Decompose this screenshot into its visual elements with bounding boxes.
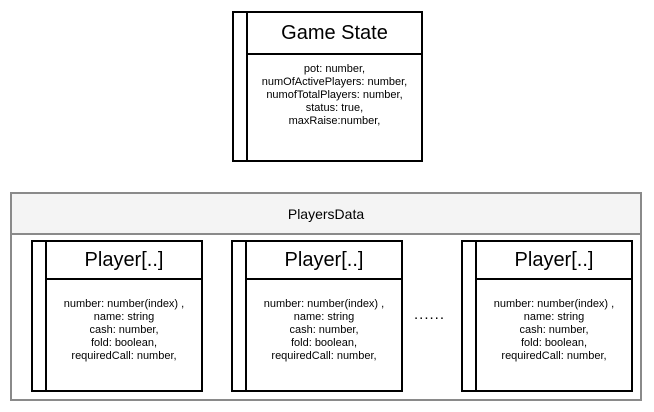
field: maxRaise:number, (288, 115, 381, 127)
field: pot: number, (303, 63, 366, 75)
game-state-class: Game State pot: number, numOfActivePlaye… (232, 11, 423, 162)
player-title: Player[..] (477, 242, 631, 280)
game-state-fields: pot: number, numOfActivePlayers: number,… (248, 55, 421, 160)
player-class-3: Player[..] number: number(index) , name:… (461, 240, 633, 392)
player-class-2: Player[..] number: number(index) , name:… (231, 240, 403, 392)
swimlane-bar (246, 13, 248, 160)
player-fields: number: number(index) , name: string cas… (47, 280, 201, 390)
player-class-1: Player[..] number: number(index) , name:… (31, 240, 203, 392)
field: status: true, (305, 102, 364, 114)
swimlane-bar (475, 242, 477, 390)
ellipsis-text: ...... (414, 306, 446, 323)
player-title: Player[..] (247, 242, 401, 280)
field: numofTotalPlayers: number, (266, 89, 403, 101)
field: name: string (93, 311, 155, 323)
swimlane-bar (45, 242, 47, 390)
field: cash: number, (89, 324, 159, 336)
field: fold: boolean, (520, 337, 588, 349)
field: cash: number, (289, 324, 359, 336)
swimlane-bar (245, 242, 247, 390)
player-fields: number: number(index) , name: string cas… (477, 280, 631, 390)
field: name: string (523, 311, 585, 323)
field: requiredCall: number, (501, 350, 607, 362)
field: name: string (293, 311, 355, 323)
field: fold: boolean, (90, 337, 158, 349)
player-title: Player[..] (47, 242, 201, 280)
field: number: number(index) , (63, 298, 185, 310)
player-fields: number: number(index) , name: string cas… (247, 280, 401, 390)
field: requiredCall: number, (71, 350, 177, 362)
field: number: number(index) , (263, 298, 385, 310)
field: numOfActivePlayers: number, (261, 76, 408, 88)
players-data-title: PlayersData (12, 194, 640, 235)
field: number: number(index) , (493, 298, 615, 310)
field: fold: boolean, (290, 337, 358, 349)
field: requiredCall: number, (271, 350, 377, 362)
field: cash: number, (519, 324, 589, 336)
game-state-title: Game State (248, 13, 421, 55)
